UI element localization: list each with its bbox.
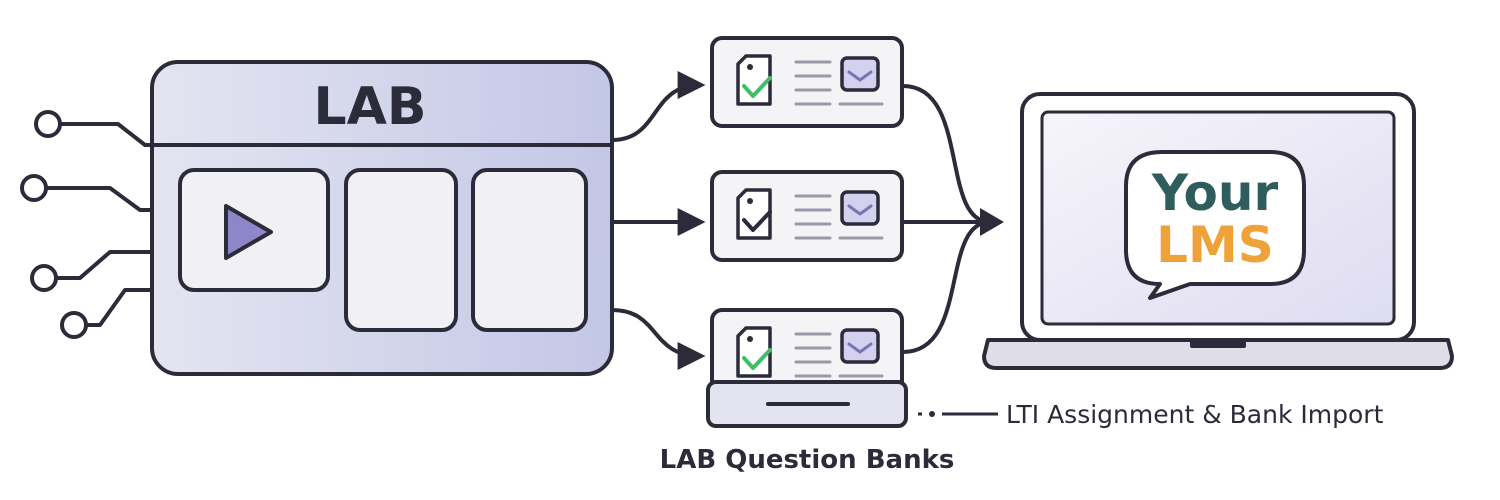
check-icon [742, 76, 772, 98]
thumbnail-mark [847, 70, 873, 82]
connector-node-3 [30, 264, 58, 292]
connector-line-3 [54, 250, 157, 280]
image-thumbnail-icon [840, 328, 880, 364]
content-tile-2[interactable] [344, 168, 458, 332]
check-icon [742, 348, 772, 370]
document-dot [747, 198, 753, 204]
callout-text: LTI Assignment & Bank Import [1006, 400, 1384, 429]
lms-arrowhead [980, 208, 1004, 236]
connector-node-1 [34, 110, 62, 138]
question-bank-card[interactable] [710, 170, 904, 262]
lab-title: LAB [313, 77, 426, 137]
image-thumbnail-icon [840, 56, 880, 92]
connector-line-1 [60, 122, 157, 147]
content-tile-3[interactable] [471, 168, 588, 332]
connector-node-2 [20, 174, 48, 202]
check-icon [742, 210, 772, 232]
lms-text-your: Your [1151, 164, 1279, 222]
laptop-icon: Your LMS [982, 92, 1454, 370]
image-thumbnail-icon [840, 190, 880, 226]
question-bank-cards [710, 36, 904, 400]
bank-base [706, 380, 908, 428]
laptop-notch [1190, 340, 1246, 348]
lms-text-lms: LMS [1156, 216, 1274, 274]
document-dot [747, 336, 753, 342]
connector-line-4 [84, 288, 157, 327]
merge-line-1 [901, 84, 992, 224]
connector-nodes [20, 110, 88, 339]
bank-to-lms-arrows [901, 84, 992, 354]
callout-leader [918, 411, 998, 417]
lab-panel: LAB [150, 60, 614, 376]
play-icon[interactable] [224, 204, 273, 260]
laptop-base [982, 338, 1454, 370]
merge-line-3 [901, 220, 992, 354]
input-connectors [44, 122, 157, 327]
document-dot [747, 64, 753, 70]
connector-line-2 [44, 186, 157, 212]
connector-node-4 [60, 311, 88, 339]
arrow-to-card-3 [610, 308, 706, 370]
lms-speech-bubble [1124, 150, 1306, 300]
arrow-to-card-1 [610, 71, 706, 142]
thumbnail-mark [847, 204, 873, 216]
thumbnail-mark [847, 342, 873, 354]
question-banks-label: LAB Question Banks [660, 445, 955, 475]
question-bank-card[interactable] [710, 36, 904, 128]
question-bank-card[interactable] [710, 308, 904, 400]
lab-to-bank-arrows [610, 71, 706, 370]
